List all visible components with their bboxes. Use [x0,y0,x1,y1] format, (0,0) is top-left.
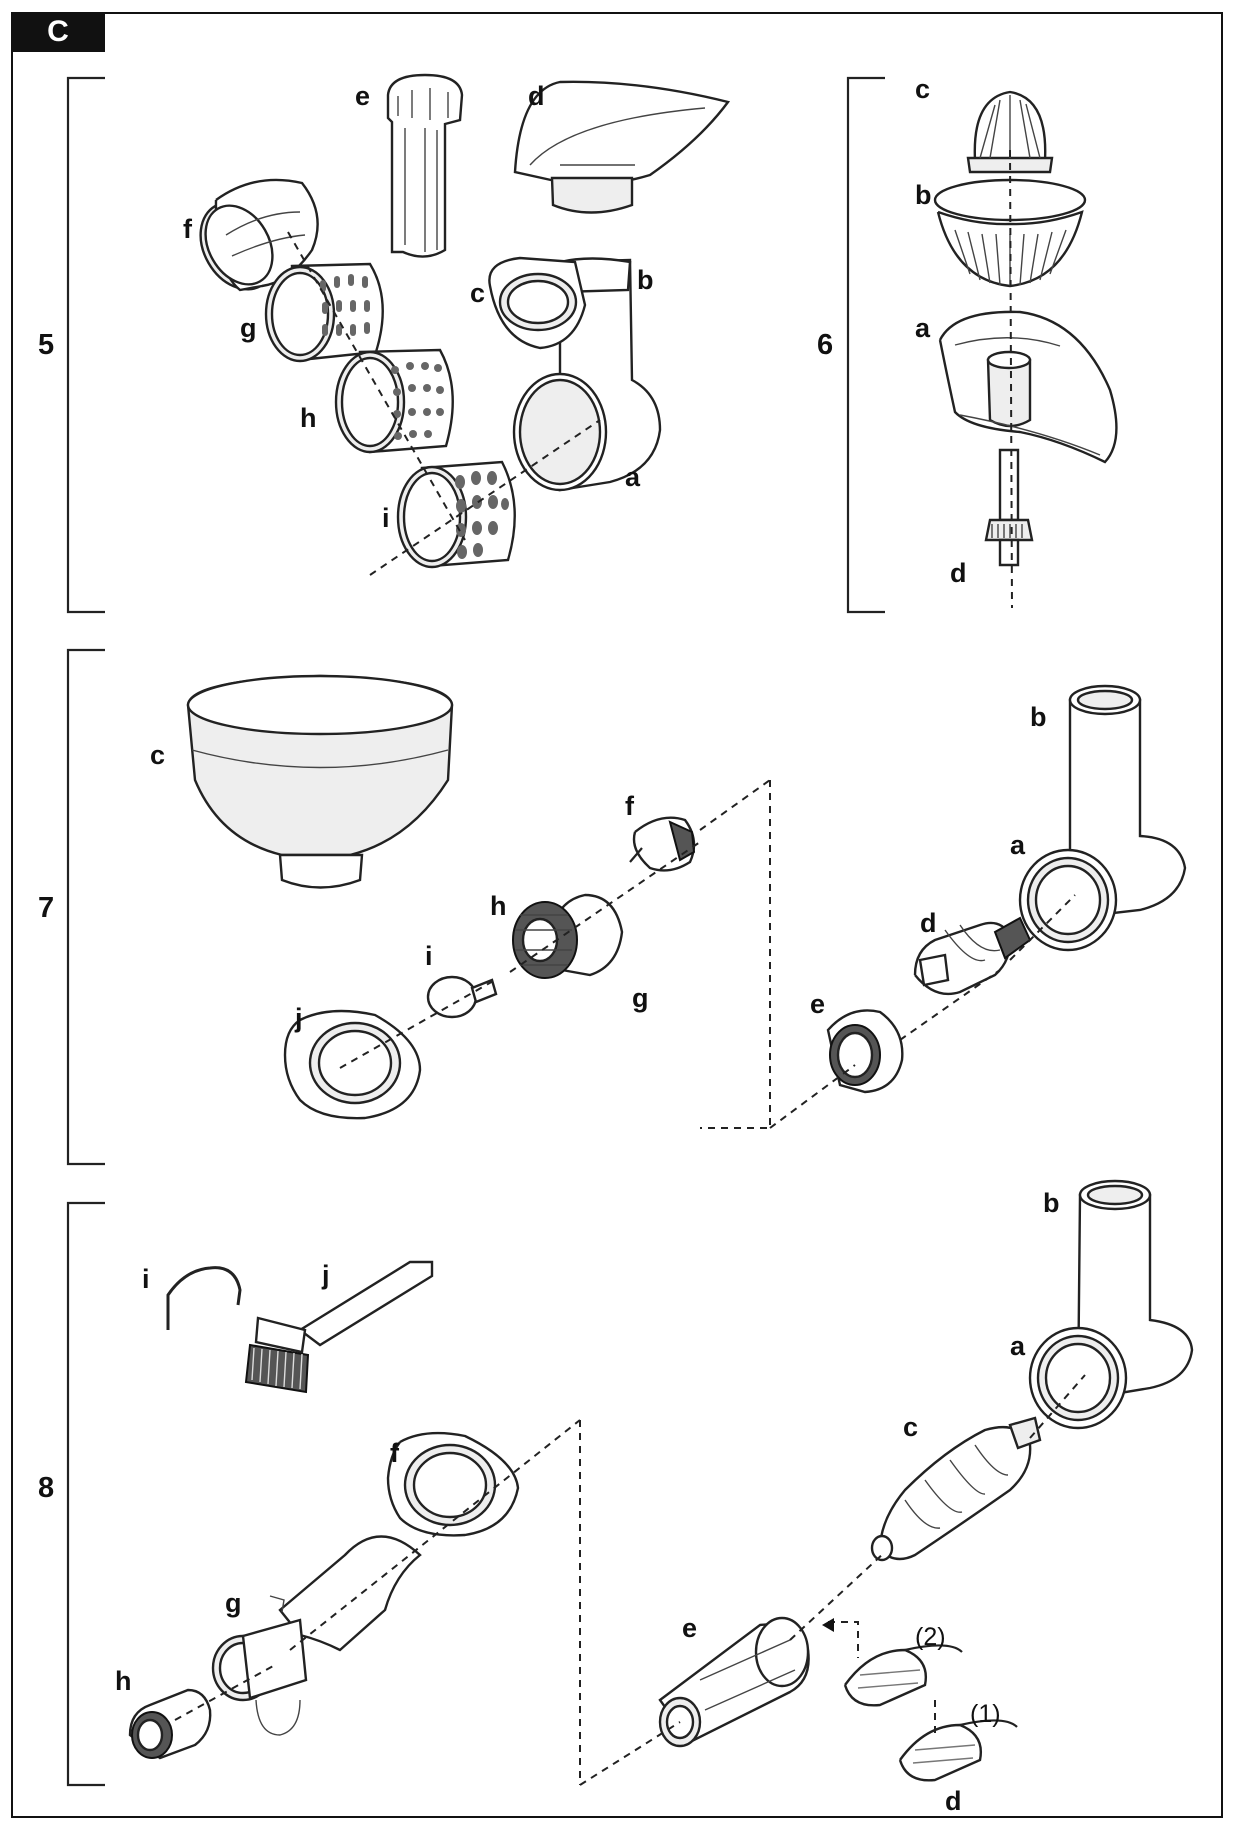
fig7-label-c: c [150,740,166,770]
fig7-ring-j [283,1009,422,1120]
fig8-insert-1 [898,1719,1018,1782]
fig8-label-j: j [322,1260,330,1290]
fig8-nozzle-h [128,1688,212,1760]
fig8-insert-2 [843,1644,963,1707]
fig7-disc-h-g [512,893,624,979]
fig7-axis-lines [339,779,1076,1129]
fig8-insert-arrow [822,1618,834,1632]
fig5-hopper-d [513,80,731,214]
fig7-label-h: h [490,891,507,921]
figure-6-bracket [846,76,885,614]
fig6-label-d: d [950,558,967,588]
figure-5-number: 5 [38,329,55,361]
fig7-pin-i [426,975,498,1019]
fig5-drum-h [334,348,454,454]
fig6-axis-line [1009,149,1013,609]
fig8-brush-j [244,1260,434,1394]
fig5-label-i: i [382,503,390,533]
fig8-variant-2: (2) [915,1623,946,1651]
figure-7-bracket [66,648,105,1166]
fig5-label-b: b [637,265,654,295]
fig6-cone-c [966,90,1054,174]
fig6-shaft-d [984,448,1034,567]
fig5-cylinder-f [199,178,319,292]
page-frame [11,12,1223,1818]
figure-6-number: 6 [817,329,834,361]
figure-8-bracket [66,1201,105,1787]
fig5-drum-g [264,262,384,363]
fig7-ring-e [826,1009,904,1094]
fig6-bowl-a [938,310,1118,464]
fig6-label-c: c [915,74,931,104]
fig7-label-d: d [920,908,937,938]
fig7-label-i: i [425,941,433,971]
fig5-label-h: h [300,403,317,433]
fig8-label-i: i [142,1264,150,1294]
figure-8-number: 8 [38,1472,55,1504]
fig7-label-g: g [632,983,649,1013]
fig5-label-g: g [240,313,257,343]
fig8-hook-i [166,1266,242,1330]
figure-7-number: 7 [38,892,55,924]
fig8-label-c: c [903,1412,919,1442]
fig5-label-c: c [470,278,486,308]
fig5-label-a: a [625,462,641,492]
fig7-label-a: a [1010,830,1026,860]
fig5-body-a-b-c [488,256,662,492]
fig8-chute-g [211,1535,422,1736]
fig6-label-a: a [915,313,931,343]
fig7-bowl-c [186,674,454,889]
fig8-label-a: a [1010,1331,1026,1361]
fig5-label-f: f [183,214,192,244]
fig7-housing-a-b [1018,684,1187,952]
fig8-axis-lines [174,1374,1086,1786]
fig5-pusher-e [386,73,464,258]
figure-5-bracket [66,76,105,614]
fig8-screw-c [870,1416,1042,1562]
fig5-label-e: e [355,81,371,111]
fig8-label-e: e [682,1613,698,1643]
fig8-label-b: b [1043,1188,1060,1218]
section-tab: C [11,12,105,52]
fig5-drum-i [396,460,516,569]
fig7-screw-d [913,916,1032,996]
fig8-ring-f [386,1431,520,1537]
fig7-label-b: b [1030,702,1047,732]
fig6-strainer-b [933,178,1087,288]
fig7-knife-f [629,816,696,872]
fig8-variant-1: (1) [970,1700,1001,1728]
fig8-label-g: g [225,1588,242,1618]
fig7-label-e: e [810,989,826,1019]
fig8-label-h: h [115,1666,132,1696]
fig8-label-f: f [390,1438,399,1468]
fig8-housing-a-b [1028,1179,1194,1430]
fig7-label-f: f [625,791,634,821]
fig5-label-d: d [528,81,545,111]
fig8-label-d: d [945,1786,962,1816]
fig7-label-j: j [295,1003,303,1033]
fig6-label-b: b [915,180,932,210]
